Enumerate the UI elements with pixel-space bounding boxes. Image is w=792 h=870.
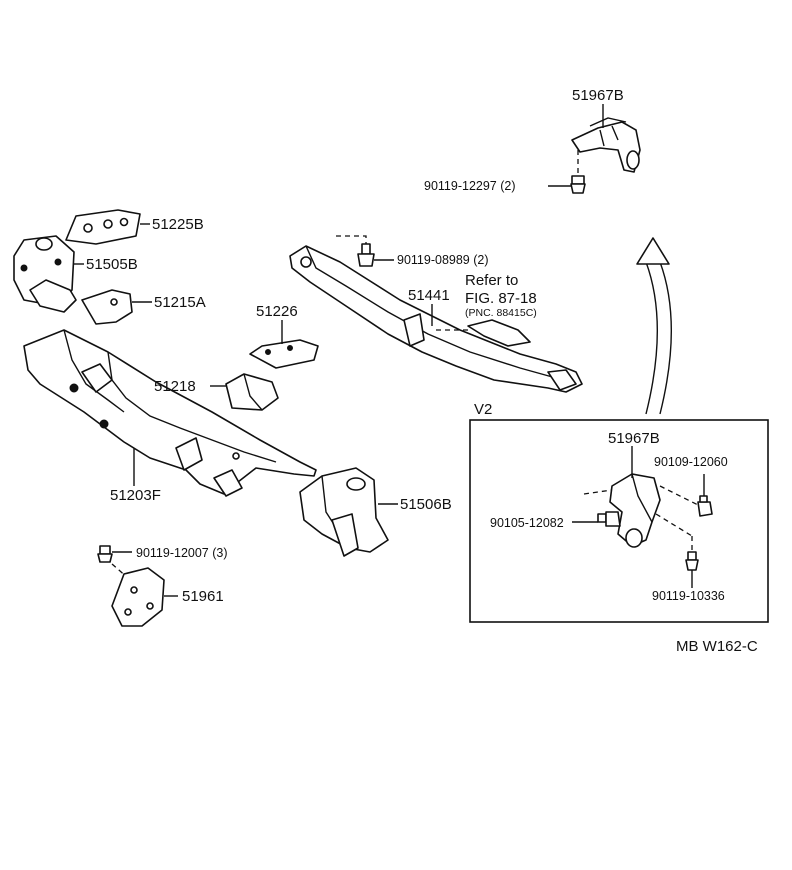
- label-51215A: 51215A: [154, 294, 206, 311]
- label-51441: 51441: [408, 287, 450, 304]
- inset-label-51967B: 51967B: [608, 430, 660, 447]
- label-bolt-90119-12297: 90119-12297 (2): [424, 179, 516, 193]
- insulator-51218: [225, 373, 279, 411]
- label-bolt-90119-08989: 90119-08989 (2): [397, 253, 489, 267]
- label-51225B: 51225B: [152, 216, 204, 233]
- inset-title: V2: [474, 401, 492, 418]
- plate-51225B: [65, 209, 141, 245]
- bracket-51215A: [81, 289, 133, 325]
- ref-bracket-88415C: [467, 319, 531, 347]
- curved-arrow: [645, 261, 658, 415]
- label-51203F: 51203F: [110, 487, 161, 504]
- label-51506B: 51506B: [400, 496, 452, 513]
- bracket-51967B-top: [571, 117, 641, 173]
- inset-bracket-51967B: [609, 473, 661, 548]
- label-pnc-ref: (PNC. 88415C): [465, 307, 537, 319]
- crossmember-51203F: [23, 329, 317, 497]
- label-refer-to: Refer to: [465, 272, 518, 289]
- bracket-51226: [249, 339, 319, 369]
- label-bolt-90119-12007: 90119-12007 (3): [136, 546, 228, 560]
- inset-bolt-90109-12060: [697, 495, 713, 517]
- member-51441: [289, 245, 583, 393]
- arrow-head: [636, 237, 670, 265]
- inset-bolt-90105-12082: [597, 511, 621, 527]
- label-51961: 51961: [182, 588, 224, 605]
- inset-label-90119-10336: 90119-10336: [652, 589, 725, 603]
- bolt-90119-12297: [570, 175, 586, 194]
- inset-label-90105-12082: 90105-12082: [490, 516, 564, 530]
- mount-51505B: [13, 235, 77, 313]
- inset-box: [469, 419, 769, 623]
- mount-51506B: [299, 467, 389, 557]
- inset-bolt-90119-10336: [685, 551, 699, 571]
- label-fig-ref: FIG. 87-18: [465, 290, 537, 307]
- bolt-90119-08989: [357, 243, 375, 267]
- footer-code: MB W162-C: [676, 638, 758, 655]
- label-51505B: 51505B: [86, 256, 138, 273]
- bracket-51961: [111, 567, 165, 627]
- bolt-90119-12007: [97, 545, 113, 563]
- label-51226: 51226: [256, 303, 298, 320]
- inset-label-90109-12060: 90109-12060: [654, 455, 728, 469]
- label-51218: 51218: [154, 378, 196, 395]
- label-51967B-top: 51967B: [572, 87, 624, 104]
